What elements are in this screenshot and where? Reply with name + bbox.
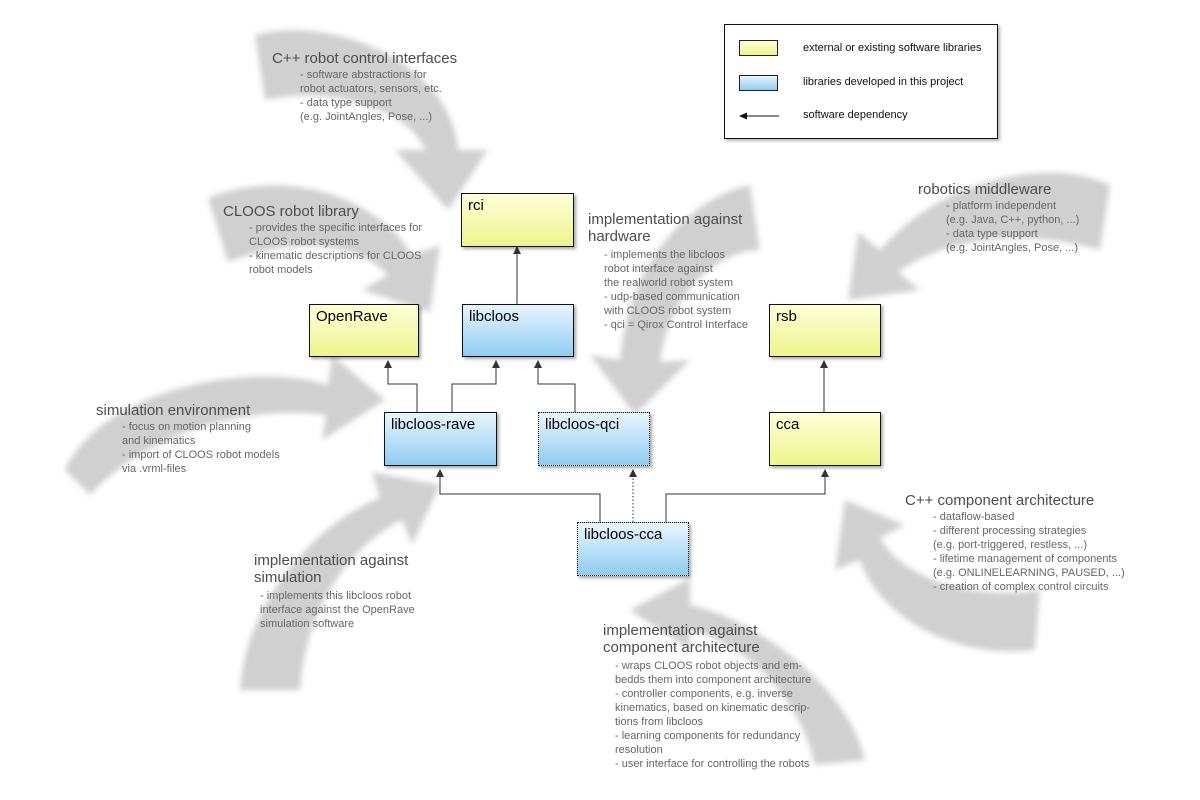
- box-openrave-label: OpenRave: [316, 308, 388, 325]
- box-libcloos-cca-label: libcloos-cca: [584, 526, 663, 543]
- box-libcloos: libcloos: [462, 304, 574, 357]
- legend-label-project: libraries developed in this project: [803, 76, 964, 88]
- annotation-simulation-env: simulation environment - focus on motion…: [96, 402, 280, 476]
- link-rave-libcloos: [451, 360, 500, 412]
- annotation-item: - lifetime management of components (e.g…: [933, 553, 1125, 579]
- bg-arrow-hardware: [590, 185, 760, 415]
- annotation-item: - import of CLOOS robot models via .vrml…: [122, 449, 280, 475]
- box-libcloos-label: libcloos: [469, 308, 520, 325]
- annotation-item: - data type support (e.g. JointAngles, P…: [946, 228, 1079, 254]
- legend: external or existing software libraries …: [724, 24, 998, 139]
- link-rave-openrave: [384, 360, 418, 412]
- annotation-cloos-library: CLOOS robot library - provides the speci…: [223, 203, 422, 277]
- annotation-item: - learning components for redundancy res…: [615, 730, 801, 756]
- legend-label-dependency: software dependency: [803, 109, 908, 121]
- link-ccalib-cca: [665, 469, 829, 522]
- annotation-middleware: robotics middleware - platform independe…: [918, 181, 1079, 255]
- annotation-hardware: implementation against hardware - implem…: [588, 211, 748, 332]
- box-libcloos-qci: libcloos-qci: [538, 412, 650, 466]
- box-rsb: rsb: [769, 304, 881, 357]
- annotation-item: - software abstractions for robot actuat…: [300, 69, 442, 95]
- annotation-title: C++ robot control interfaces: [272, 50, 458, 67]
- annotation-component-arch: C++ component architecture - dataflow-ba…: [905, 492, 1125, 594]
- legend-label-external: external or existing software libraries: [803, 42, 982, 54]
- annotation-item: - dataflow-based: [933, 511, 1015, 523]
- box-rsb-label: rsb: [776, 308, 797, 325]
- bg-arrow-middleware: [848, 172, 1110, 300]
- annotation-title: C++ component architecture: [905, 492, 1095, 509]
- annotation-item: - wraps CLOOS robot objects and em- bedd…: [615, 660, 812, 686]
- annotation-item: - different processing strategies (e.g. …: [933, 525, 1088, 551]
- box-libcloos-cca: libcloos-cca: [577, 522, 689, 576]
- annotation-component-impl: implementation against component archite…: [603, 622, 811, 771]
- box-rci: rci: [461, 193, 574, 247]
- legend-swatch-external: [739, 40, 778, 56]
- bg-arrow-simulation-env: [65, 355, 385, 495]
- annotation-item: - udp-based communication with CLOOS rob…: [604, 291, 740, 317]
- annotation-title: implementation against hardware: [588, 211, 743, 245]
- annotation-title: implementation against simulation: [254, 552, 409, 586]
- annotation-item: - platform independent (e.g. Java, C++, …: [946, 200, 1080, 226]
- annotation-item: - qci = Qirox Control Interface: [604, 319, 748, 331]
- box-libcloos-qci-label: libcloos-qci: [545, 416, 620, 433]
- link-ccalib-rave: [436, 469, 601, 522]
- annotation-item: - user interface for controlling the rob…: [615, 758, 810, 770]
- box-openrave: OpenRave: [309, 304, 419, 357]
- annotation-item: - controller components, e.g. inverse ki…: [615, 688, 811, 728]
- annotation-item: - kinematic descriptions for CLOOS robot…: [249, 250, 422, 276]
- annotation-item: - implements the libcloos robot interfac…: [604, 249, 733, 289]
- bg-arrow-component-impl: [630, 578, 865, 765]
- legend-arrow-icon: [739, 112, 779, 120]
- annotation-item: - creation of complex control circuits: [933, 581, 1109, 593]
- annotation-title: implementation against component archite…: [603, 622, 760, 656]
- annotation-item: - implements this libcloos robot interfa…: [260, 590, 415, 630]
- bg-arrow-component-arch: [835, 500, 1040, 652]
- box-rci-label: rci: [468, 197, 484, 214]
- annotation-item: - data type support (e.g. JointAngles, P…: [300, 97, 433, 123]
- annotation-title: robotics middleware: [918, 181, 1052, 198]
- bg-arrow-cpp-interfaces: [255, 30, 488, 210]
- box-cca: cca: [769, 412, 881, 466]
- annotation-cpp-interfaces: C++ robot control interfaces - software …: [272, 50, 457, 124]
- annotation-title: CLOOS robot library: [223, 203, 359, 220]
- bg-arrow-simulation-impl: [240, 472, 440, 690]
- link-qci-libcloos: [534, 360, 576, 412]
- legend-swatch-project: [739, 75, 778, 91]
- annotation-item: - focus on motion planning and kinematic…: [122, 421, 252, 447]
- annotation-title: simulation environment: [96, 402, 251, 419]
- bg-arrow-cloos-library: [208, 185, 440, 312]
- annotation-simulation-impl: implementation against simulation - impl…: [254, 552, 415, 631]
- box-libcloos-rave-label: libcloos-rave: [391, 416, 476, 433]
- box-libcloos-rave: libcloos-rave: [384, 412, 497, 466]
- annotation-item: - provides the specific interfaces for C…: [249, 222, 423, 248]
- box-cca-label: cca: [776, 416, 800, 433]
